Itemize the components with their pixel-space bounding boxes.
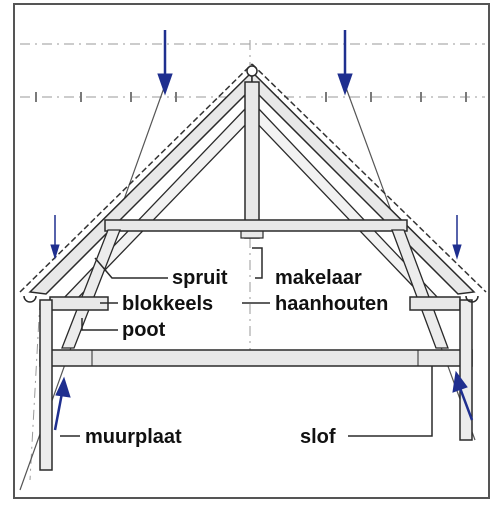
label-slof: slof bbox=[300, 426, 336, 448]
label-haanhouten: haanhouten bbox=[275, 293, 388, 315]
label-muurplaat: muurplaat bbox=[85, 426, 182, 448]
label-spruit: spruit bbox=[172, 267, 228, 289]
collar-beam bbox=[104, 219, 408, 232]
king-post bbox=[240, 65, 264, 239]
load-arrows bbox=[50, 30, 474, 431]
frame bbox=[13, 3, 490, 499]
label-blokkeels: blokkeels bbox=[122, 293, 213, 315]
roof-covering bbox=[19, 63, 487, 293]
wall-posts bbox=[39, 299, 473, 471]
label-poot: poot bbox=[122, 319, 166, 341]
tie-beam-joints bbox=[91, 350, 419, 366]
blocks bbox=[49, 296, 461, 311]
leader-lines bbox=[60, 247, 433, 437]
tie-beam bbox=[39, 349, 473, 367]
construction-ticks bbox=[35, 92, 467, 102]
label-makelaar: makelaar bbox=[275, 267, 362, 289]
gutters bbox=[23, 295, 479, 303]
